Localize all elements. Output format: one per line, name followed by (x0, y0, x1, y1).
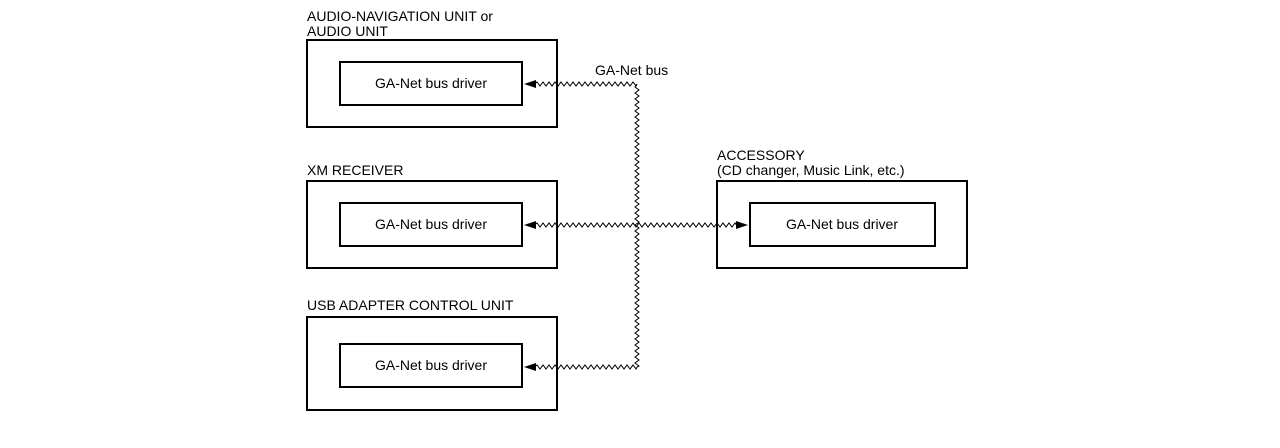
audio-unit-driver-box (339, 61, 523, 106)
xm-receiver-title: XM RECEIVER (307, 162, 403, 178)
usb-adapter-unit-box (306, 316, 558, 411)
xm-receiver: XM RECEIVER GA-Net bus driver (306, 162, 558, 269)
bus-label: GA-Net bus (595, 62, 668, 78)
arrowhead-audio (524, 80, 536, 88)
audio-unit: AUDIO-NAVIGATION UNIT or AUDIO UNIT GA-N… (306, 8, 558, 128)
usb-adapter-unit-driver-label: GA-Net bus driver (375, 357, 487, 373)
usb-adapter-unit-driver-box (339, 343, 523, 388)
xm-receiver-driver-label: GA-Net bus driver (375, 216, 487, 232)
accessory-unit: ACCESSORY (CD changer, Music Link, etc.)… (716, 147, 968, 269)
usb-adapter-unit-title: USB ADAPTER CONTROL UNIT (307, 297, 514, 313)
bus-line-usb (533, 364, 638, 370)
bus-line-audio (533, 81, 638, 87)
accessory-title-line-1: ACCESSORY (717, 147, 805, 163)
arrowhead-accessory (736, 221, 748, 229)
accessory-title-line-2: (CD changer, Music Link, etc.) (717, 162, 905, 178)
ga-net-bus-lines (533, 81, 739, 370)
audio-unit-title-line-2: AUDIO UNIT (307, 23, 388, 39)
audio-unit-driver-label: GA-Net bus driver (375, 75, 487, 91)
accessory-driver-label: GA-Net bus driver (786, 216, 898, 232)
audio-unit-title-line-1: AUDIO-NAVIGATION UNIT or (307, 8, 493, 24)
usb-adapter-unit: USB ADAPTER CONTROL UNIT GA-Net bus driv… (306, 297, 558, 411)
arrowhead-xm (524, 221, 536, 229)
accessory-driver-box (749, 202, 936, 247)
arrowhead-usb (524, 363, 536, 371)
xm-receiver-driver-box (339, 202, 523, 247)
bus-line-xm-accessory (533, 222, 739, 229)
xm-receiver-box (306, 180, 558, 269)
accessory-box (716, 180, 968, 269)
audio-unit-box (306, 39, 558, 128)
